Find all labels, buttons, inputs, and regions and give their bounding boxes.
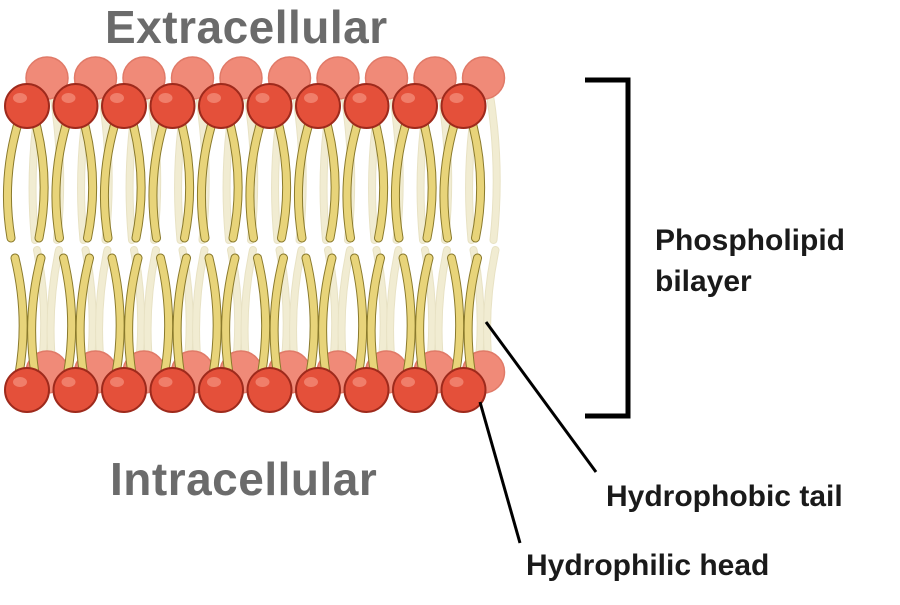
hydrophobic-tail (294, 116, 314, 242)
hydrophobic-tail (76, 254, 93, 378)
hydrophilic-head (198, 83, 244, 129)
hydrophilic-head (440, 367, 487, 413)
head-highlight (110, 93, 124, 103)
hydrophobic-tail (149, 116, 168, 242)
hydrophilic-head (246, 83, 293, 129)
head-highlight (13, 93, 27, 103)
hydrophobic-tail (254, 254, 270, 378)
head-highlight (61, 93, 76, 103)
hydrophobic-tail (11, 254, 27, 378)
head-highlight (158, 93, 173, 103)
hydrophilic-head (149, 83, 196, 129)
hydrophobic-tail (322, 116, 339, 242)
hydrophobic-tail (173, 254, 190, 378)
head-pointer-line (478, 401, 522, 544)
hydrophilic-head (295, 367, 341, 413)
hydrophobic-tail (419, 116, 436, 242)
head-highlight (207, 377, 221, 387)
hydrophilic-head (343, 367, 390, 413)
hydrophobic-tail (391, 116, 411, 242)
head-highlight (352, 93, 367, 103)
hydrophobic-tail (464, 254, 481, 378)
extracellular-label: Extracellular (105, 1, 388, 53)
bilayer-bracket (585, 77, 631, 419)
hydrophobic-tail-label: Hydrophobic tail (606, 480, 843, 513)
head-highlight (255, 93, 270, 103)
hydrophilic-head (4, 83, 50, 129)
hydrophobic-tail (177, 116, 194, 242)
hydrophobic-tail (274, 116, 291, 242)
hydrophobic-tail (270, 254, 287, 378)
hydrophobic-tail (302, 254, 318, 378)
hydrophilic-head (52, 83, 99, 129)
hydrophilic-head (198, 367, 244, 413)
bilayer-label-line-2: bilayer (655, 265, 752, 298)
hydrophilic-head (101, 83, 147, 129)
hydrophobic-tail (468, 116, 485, 242)
hydrophobic-tail (128, 116, 145, 242)
annotation-layer (478, 77, 631, 544)
hydrophobic-tail (351, 254, 367, 378)
hydrophobic-tail (108, 254, 124, 378)
intracellular-label: Intracellular (110, 453, 378, 505)
hydrophobic-tail (319, 254, 336, 378)
head-highlight (304, 377, 318, 387)
hydrophobic-tail (399, 254, 415, 378)
head-highlight (110, 377, 124, 387)
hydrophobic-tail (440, 116, 459, 242)
hydrophobic-tail (367, 254, 384, 378)
hydrophobic-tail (222, 254, 239, 378)
hydrophilic-head-label: Hydrophilic head (526, 549, 770, 582)
hydrophilic-head (392, 83, 438, 129)
hydrophobic-tail (3, 116, 23, 242)
hydrophobic-tail (205, 254, 221, 378)
tail-pointer-line (484, 321, 598, 473)
hydrophobic-tail (52, 116, 71, 242)
hydrophobic-tail (125, 254, 142, 378)
hydrophobic-tail (371, 116, 388, 242)
head-highlight (352, 377, 367, 387)
head-highlight (255, 377, 270, 387)
hydrophilic-head (149, 367, 196, 413)
hydrophobic-tail (246, 116, 265, 242)
front-molecule-layer (2, 83, 487, 413)
hydrophobic-tail (343, 116, 362, 242)
hydrophobic-tail (31, 116, 48, 242)
hydrophobic-tail (60, 254, 76, 378)
bilayer-label-line-1: Phospholipid (655, 224, 845, 257)
head-highlight (304, 93, 318, 103)
hydrophilic-head (101, 367, 147, 413)
hydrophilic-head (343, 83, 390, 129)
hydrophobic-tail (448, 254, 464, 378)
head-highlight (401, 377, 415, 387)
hydrophilic-head (52, 367, 99, 413)
hydrophilic-head (4, 367, 50, 413)
hydrophobic-tail (197, 116, 217, 242)
hydrophobic-tail (225, 116, 242, 242)
head-highlight (449, 377, 464, 387)
hydrophilic-head (295, 83, 341, 129)
head-highlight (449, 93, 464, 103)
head-highlight (158, 377, 173, 387)
hydrophilic-head (440, 83, 487, 129)
hydrophilic-head (392, 367, 438, 413)
head-highlight (401, 93, 415, 103)
hydrophobic-tail (80, 116, 97, 242)
head-highlight (61, 377, 76, 387)
hydrophobic-tail (100, 116, 120, 242)
back-tail (486, 89, 500, 243)
head-highlight (13, 377, 27, 387)
hydrophobic-tail (28, 254, 45, 378)
head-highlight (207, 93, 221, 103)
hydrophobic-tail (416, 254, 433, 378)
hydrophobic-tail (157, 254, 173, 378)
phospholipid-bilayer-label: Phospholipid bilayer (655, 220, 845, 302)
hydrophilic-head (246, 367, 293, 413)
